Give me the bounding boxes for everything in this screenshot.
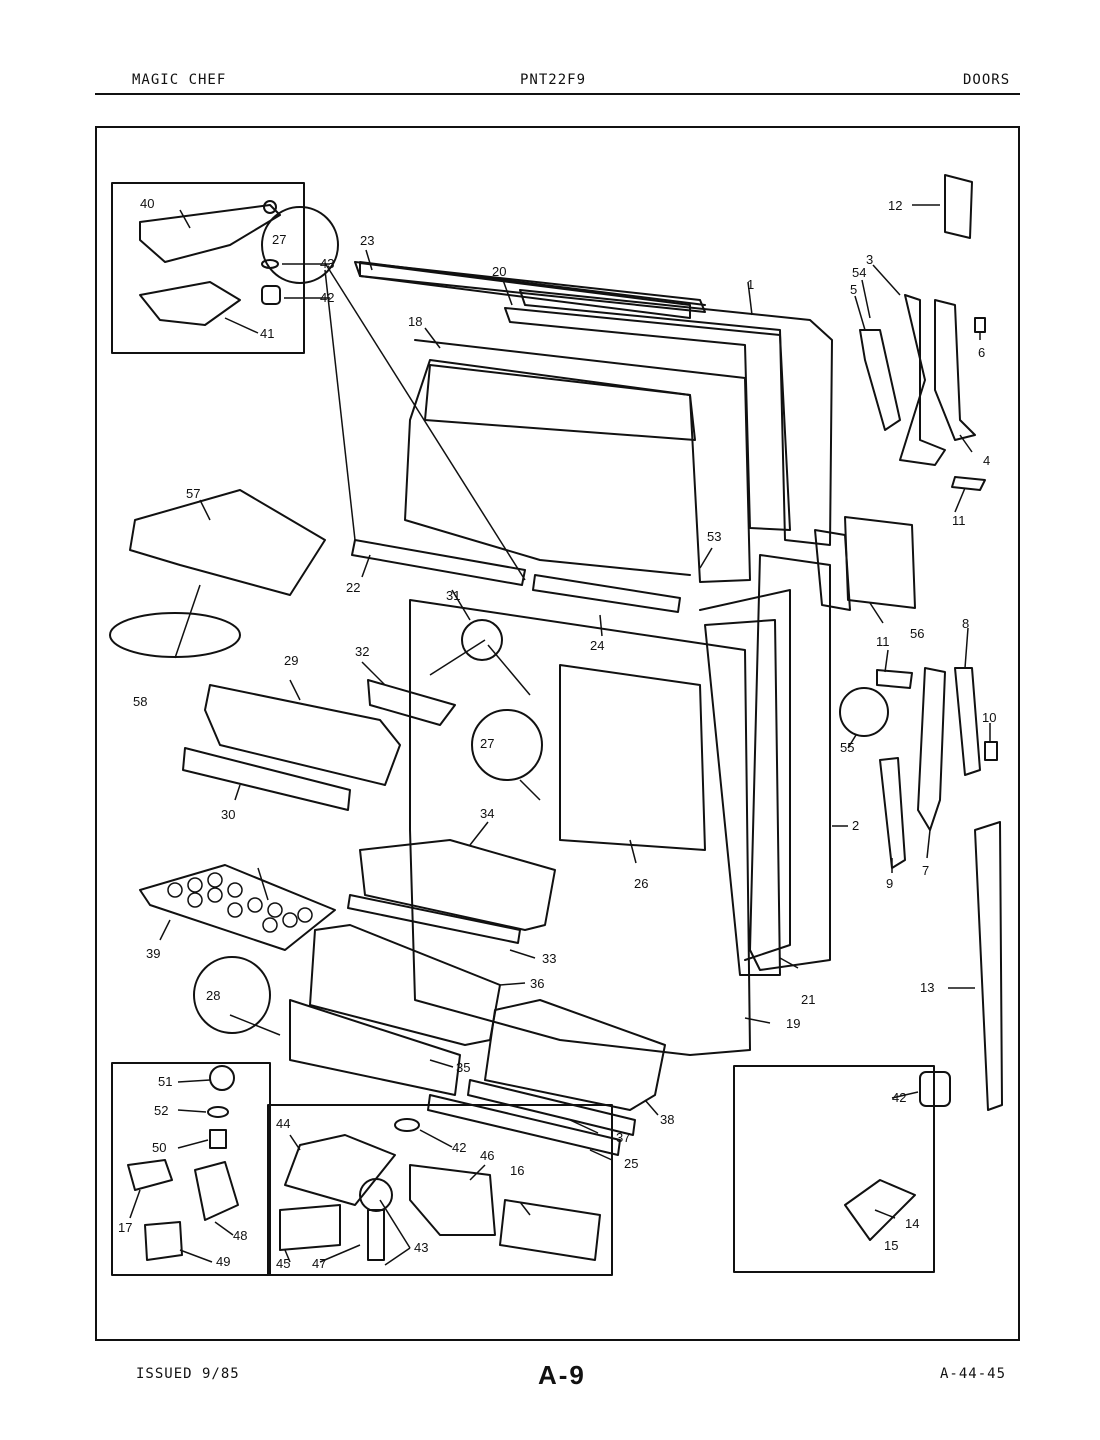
- part-label-12: 12: [888, 198, 902, 213]
- part-label-19: 19: [786, 1016, 800, 1031]
- part-label-10: 10: [982, 710, 996, 725]
- part-label-17: 17: [118, 1220, 132, 1235]
- inset-top-hinge: [111, 182, 305, 354]
- part-label-11b: 11: [876, 634, 890, 649]
- part-label-41: 41: [260, 326, 274, 341]
- part-label-50: 50: [152, 1140, 166, 1155]
- part-label-26: 26: [634, 876, 648, 891]
- part-label-15: 15: [884, 1238, 898, 1253]
- part-label-40: 40: [140, 196, 154, 211]
- part-label-24: 24: [590, 638, 604, 653]
- part-label-35: 35: [456, 1060, 470, 1075]
- part-label-55: 55: [840, 740, 854, 755]
- inset-hinge-cover: [733, 1065, 935, 1273]
- part-label-42c: 42: [892, 1090, 906, 1105]
- part-label-34: 34: [480, 806, 494, 821]
- part-label-1: 1: [747, 277, 754, 292]
- part-label-13: 13: [920, 980, 934, 995]
- inset-center-hinge: [111, 1062, 271, 1276]
- part-label-18: 18: [408, 314, 422, 329]
- inset-bottom-hinge: [267, 1104, 613, 1276]
- header-brand: MAGIC CHEF: [132, 72, 227, 88]
- part-label-29: 29: [284, 653, 298, 668]
- part-label-8: 8: [962, 616, 969, 631]
- footer-issued: ISSUED 9/85: [136, 1366, 240, 1382]
- part-label-56: 56: [910, 626, 924, 641]
- part-label-6: 6: [978, 345, 985, 360]
- part-label-53: 53: [707, 529, 721, 544]
- part-label-30: 30: [221, 807, 235, 822]
- part-label-54: 54: [852, 265, 866, 280]
- part-label-45: 45: [276, 1256, 290, 1271]
- part-label-31: 31: [446, 588, 460, 603]
- part-label-48: 48: [233, 1228, 247, 1243]
- part-label-57: 57: [186, 486, 200, 501]
- part-label-22: 22: [346, 580, 360, 595]
- part-label-33: 33: [542, 951, 556, 966]
- part-label-4: 4: [983, 453, 990, 468]
- part-label-47: 47: [312, 1256, 326, 1271]
- part-label-52: 52: [154, 1103, 168, 1118]
- diagram-frame: [95, 126, 1020, 1341]
- footer-code: A-44-45: [940, 1366, 1007, 1382]
- part-label-20: 20: [492, 264, 506, 279]
- part-label-7: 7: [922, 863, 929, 878]
- part-label-32: 32: [355, 644, 369, 659]
- part-label-16: 16: [510, 1163, 524, 1178]
- part-label-11: 11: [952, 513, 966, 528]
- part-label-46: 46: [480, 1148, 494, 1163]
- part-label-21: 21: [801, 992, 815, 1007]
- part-label-38: 38: [660, 1112, 674, 1127]
- part-label-5: 5: [850, 282, 857, 297]
- part-label-9: 9: [886, 876, 893, 891]
- part-label-36: 36: [530, 976, 544, 991]
- part-label-42b: 42: [452, 1140, 466, 1155]
- part-label-23: 23: [360, 233, 374, 248]
- header-section: DOORS: [963, 72, 1011, 88]
- part-label-51: 51: [158, 1074, 172, 1089]
- part-label-43b: 43: [414, 1240, 428, 1255]
- header-model: PNT22F9: [520, 72, 587, 88]
- part-label-49: 49: [216, 1254, 230, 1269]
- part-label-27: 27: [272, 232, 286, 247]
- part-label-28: 28: [206, 988, 220, 1003]
- part-label-27b: 27: [480, 736, 494, 751]
- part-label-44: 44: [276, 1116, 290, 1131]
- part-label-39: 39: [146, 946, 160, 961]
- part-label-14: 14: [905, 1216, 919, 1231]
- part-label-25: 25: [624, 1156, 638, 1171]
- part-label-2: 2: [852, 818, 859, 833]
- part-label-43: 43: [320, 256, 334, 271]
- part-label-3: 3: [866, 252, 873, 267]
- header-rule: [95, 93, 1020, 95]
- footer-page-number: A-9: [538, 1360, 586, 1390]
- part-label-42: 42: [320, 290, 334, 305]
- part-label-58: 58: [133, 694, 147, 709]
- part-label-37: 37: [616, 1130, 630, 1145]
